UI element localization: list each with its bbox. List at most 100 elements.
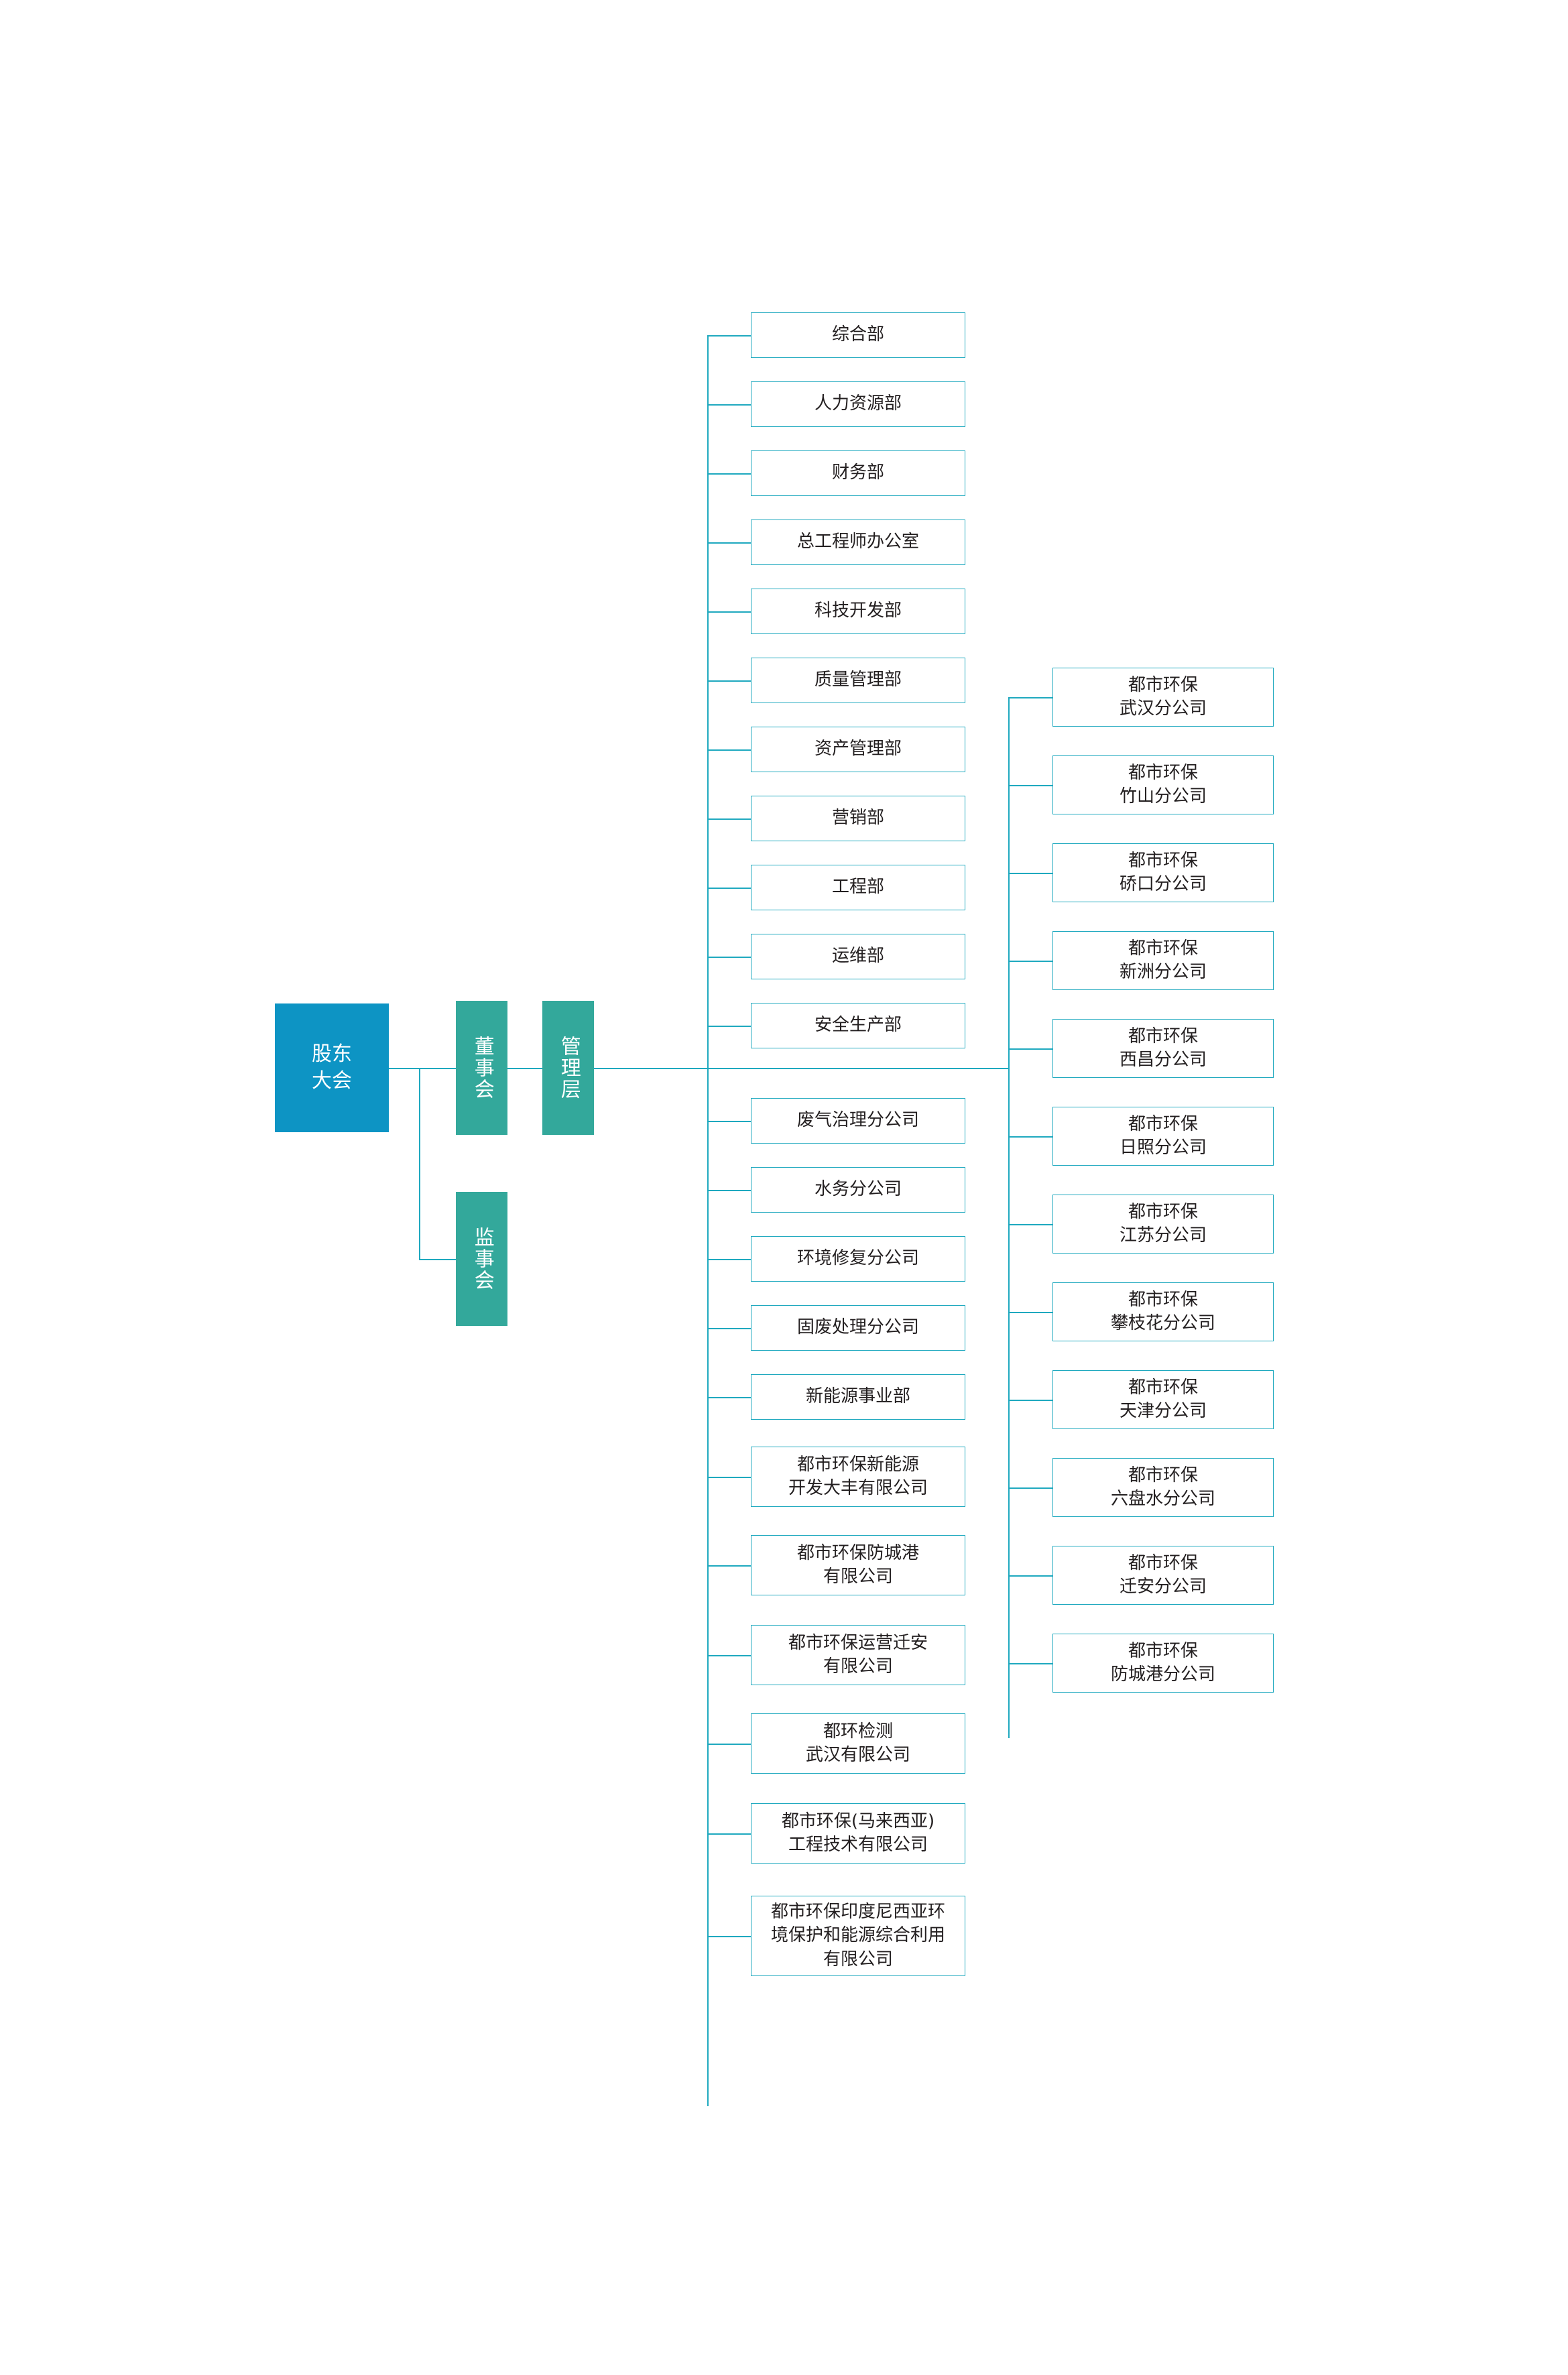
node-branch-5[interactable]: 都市环保 日照分公司 [1052,1107,1274,1166]
trunk-vertical-branches [1008,697,1010,1738]
node-branch-8[interactable]: 都市环保 天津分公司 [1052,1370,1274,1429]
node-subsidiary-0[interactable]: 废气治理分公司 [751,1098,965,1144]
node-department-6[interactable]: 资产管理部 [751,727,965,772]
connector-subsidiary-3 [707,1328,751,1329]
connector-department-6 [707,749,751,751]
node-label: 股东 大会 [312,1042,352,1093]
connector-root-board [389,1068,456,1069]
connector-subsidiary-4 [707,1397,751,1398]
node-label: 都市环保 迁安分公司 [1119,1552,1207,1597]
node-label: 废气治理分公司 [796,1110,919,1131]
node-department-4[interactable]: 科技开发部 [751,589,965,634]
connector-branch-6 [1008,1224,1052,1225]
node-label: 都市环保 硚口分公司 [1119,850,1207,894]
node-branch-4[interactable]: 都市环保 西昌分公司 [1052,1019,1274,1078]
node-department-2[interactable]: 财务部 [751,450,965,496]
node-subsidiary-7[interactable]: 都市环保运营迁安 有限公司 [751,1625,965,1685]
node-label: 都市环保防城港 有限公司 [796,1542,919,1587]
node-label: 都市环保 攀枝花分公司 [1110,1289,1215,1333]
connector-root-supervisors-vertical [419,1068,420,1260]
connector-subsidiary-2 [707,1259,751,1260]
connector-management-trunk [594,1068,708,1069]
node-label: 都市环保 竹山分公司 [1119,762,1207,806]
connector-department-5 [707,680,751,682]
connector-branch-0 [1008,697,1052,698]
node-label: 都市环保印度尼西亚环 境保护和能源综合利用 有限公司 [770,1902,945,1969]
node-label: 都市环保新能源 开发大丰有限公司 [788,1454,928,1498]
node-branch-2[interactable]: 都市环保 硚口分公司 [1052,843,1274,902]
node-department-7[interactable]: 营销部 [751,796,965,841]
node-branch-7[interactable]: 都市环保 攀枝花分公司 [1052,1282,1274,1341]
node-board-of-supervisors[interactable]: 监事会 [456,1192,507,1326]
node-label: 都市环保运营迁安 有限公司 [788,1632,928,1677]
node-subsidiary-10[interactable]: 都市环保印度尼西亚环 境保护和能源综合利用 有限公司 [751,1896,965,1976]
node-label: 人力资源部 [814,393,902,414]
node-label: 资产管理部 [814,739,902,759]
connector-department-9 [707,957,751,958]
node-subsidiary-8[interactable]: 都环检测 武汉有限公司 [751,1713,965,1774]
connector-department-1 [707,404,751,406]
node-label: 都市环保 防城港分公司 [1110,1640,1215,1685]
node-subsidiary-2[interactable]: 环境修复分公司 [751,1236,965,1282]
connector-subsidiary-5 [707,1477,751,1478]
node-subsidiary-4[interactable]: 新能源事业部 [751,1374,965,1420]
node-label: 都市环保 新洲分公司 [1119,938,1207,982]
node-label: 都市环保 江苏分公司 [1119,1201,1207,1245]
node-label: 综合部 [831,324,884,345]
node-label: 财务部 [831,463,884,483]
node-board-of-directors[interactable]: 董事会 [456,1001,507,1135]
connector-branch-11 [1008,1663,1052,1664]
connector-subsidiary-8 [707,1744,751,1745]
connector-branch-7 [1008,1312,1052,1313]
connector-subsidiary-10 [707,1936,751,1937]
node-department-9[interactable]: 运维部 [751,934,965,979]
node-label: 管理层 [556,1036,581,1100]
node-subsidiary-5[interactable]: 都市环保新能源 开发大丰有限公司 [751,1447,965,1507]
connector-branch-9 [1008,1487,1052,1489]
node-label: 监事会 [470,1227,494,1291]
node-branch-1[interactable]: 都市环保 竹山分公司 [1052,755,1274,814]
node-subsidiary-3[interactable]: 固废处理分公司 [751,1305,965,1351]
node-management-layer[interactable]: 管理层 [542,1001,594,1135]
node-department-10[interactable]: 安全生产部 [751,1003,965,1048]
connector-subsidiary-6 [707,1565,751,1567]
node-department-3[interactable]: 总工程师办公室 [751,520,965,565]
node-label: 都市环保 六盘水分公司 [1110,1465,1215,1509]
connector-board-management [507,1068,542,1069]
node-branch-3[interactable]: 都市环保 新洲分公司 [1052,931,1274,990]
node-department-8[interactable]: 工程部 [751,865,965,910]
node-branch-9[interactable]: 都市环保 六盘水分公司 [1052,1458,1274,1517]
connector-branch-1 [1008,785,1052,786]
connector-subsidiary-7 [707,1655,751,1656]
node-department-1[interactable]: 人力资源部 [751,381,965,427]
connector-department-7 [707,818,751,820]
connector-department-2 [707,473,751,475]
node-label: 工程部 [831,877,884,898]
node-label: 都市环保 天津分公司 [1119,1377,1207,1421]
node-department-0[interactable]: 综合部 [751,312,965,358]
node-label: 质量管理部 [814,670,902,690]
connector-department-10 [707,1026,751,1027]
node-branch-11[interactable]: 都市环保 防城港分公司 [1052,1634,1274,1693]
node-department-5[interactable]: 质量管理部 [751,658,965,703]
node-branch-6[interactable]: 都市环保 江苏分公司 [1052,1195,1274,1254]
connector-department-3 [707,542,751,544]
connector-branch-10 [1008,1575,1052,1577]
node-label: 新能源事业部 [805,1386,910,1407]
node-branch-0[interactable]: 都市环保 武汉分公司 [1052,668,1274,727]
connector-branch-4 [1008,1048,1052,1050]
node-label: 运维部 [831,946,884,967]
node-label: 科技开发部 [814,601,902,621]
node-subsidiary-1[interactable]: 水务分公司 [751,1167,965,1213]
node-shareholders-meeting[interactable]: 股东 大会 [275,1003,389,1132]
node-label: 董事会 [470,1036,494,1100]
connector-branch-2 [1008,873,1052,874]
connector-subsidiary-9 [707,1833,751,1835]
node-label: 都市环保 西昌分公司 [1119,1026,1207,1070]
node-label: 都市环保 武汉分公司 [1119,674,1207,719]
node-subsidiary-9[interactable]: 都市环保(马来西亚) 工程技术有限公司 [751,1803,965,1864]
connector-department-0 [707,335,751,337]
node-label: 都环检测 武汉有限公司 [805,1721,910,1765]
node-subsidiary-6[interactable]: 都市环保防城港 有限公司 [751,1535,965,1595]
node-branch-10[interactable]: 都市环保 迁安分公司 [1052,1546,1274,1605]
